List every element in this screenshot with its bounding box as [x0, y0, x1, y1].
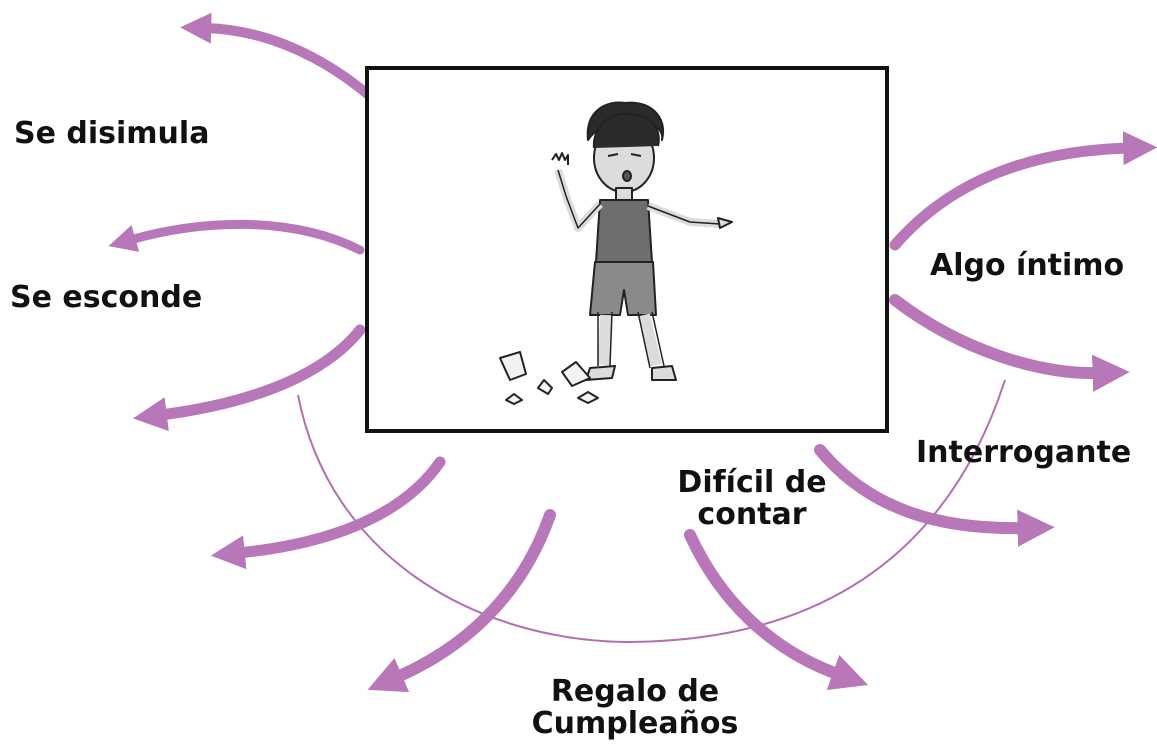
connector-arc [297, 379, 1006, 644]
label-regalo-de-cumpleanos: Regalo de Cumpleaños [515, 674, 755, 742]
label-regalo-line1: Regalo de [550, 674, 720, 709]
arrow-left-2 [108, 219, 365, 255]
label-algo-intimo: Algo íntimo [930, 248, 1125, 283]
arrow-top-right [889, 131, 1157, 251]
arrow-lower-left [210, 456, 446, 570]
arrow-bottom-right [684, 529, 869, 691]
boy-illustration [499, 101, 733, 405]
arrow-right-mid [889, 294, 1130, 392]
label-dificil-line2: contar [697, 497, 807, 533]
label-dificil-de-contar: Difícil de contar [662, 465, 842, 533]
label-regalo-line2: Cumpleaños [531, 706, 739, 742]
label-se-esconde: Se esconde [10, 280, 203, 315]
label-se-disimula: Se disimula [14, 116, 210, 151]
arrow-bottom-left [367, 509, 556, 693]
arrow-left-3 [132, 324, 366, 432]
label-dificil-line1: Difícil de [677, 465, 827, 500]
arrow-lower-right [814, 444, 1055, 547]
label-interrogante: Interrogante [916, 435, 1132, 470]
